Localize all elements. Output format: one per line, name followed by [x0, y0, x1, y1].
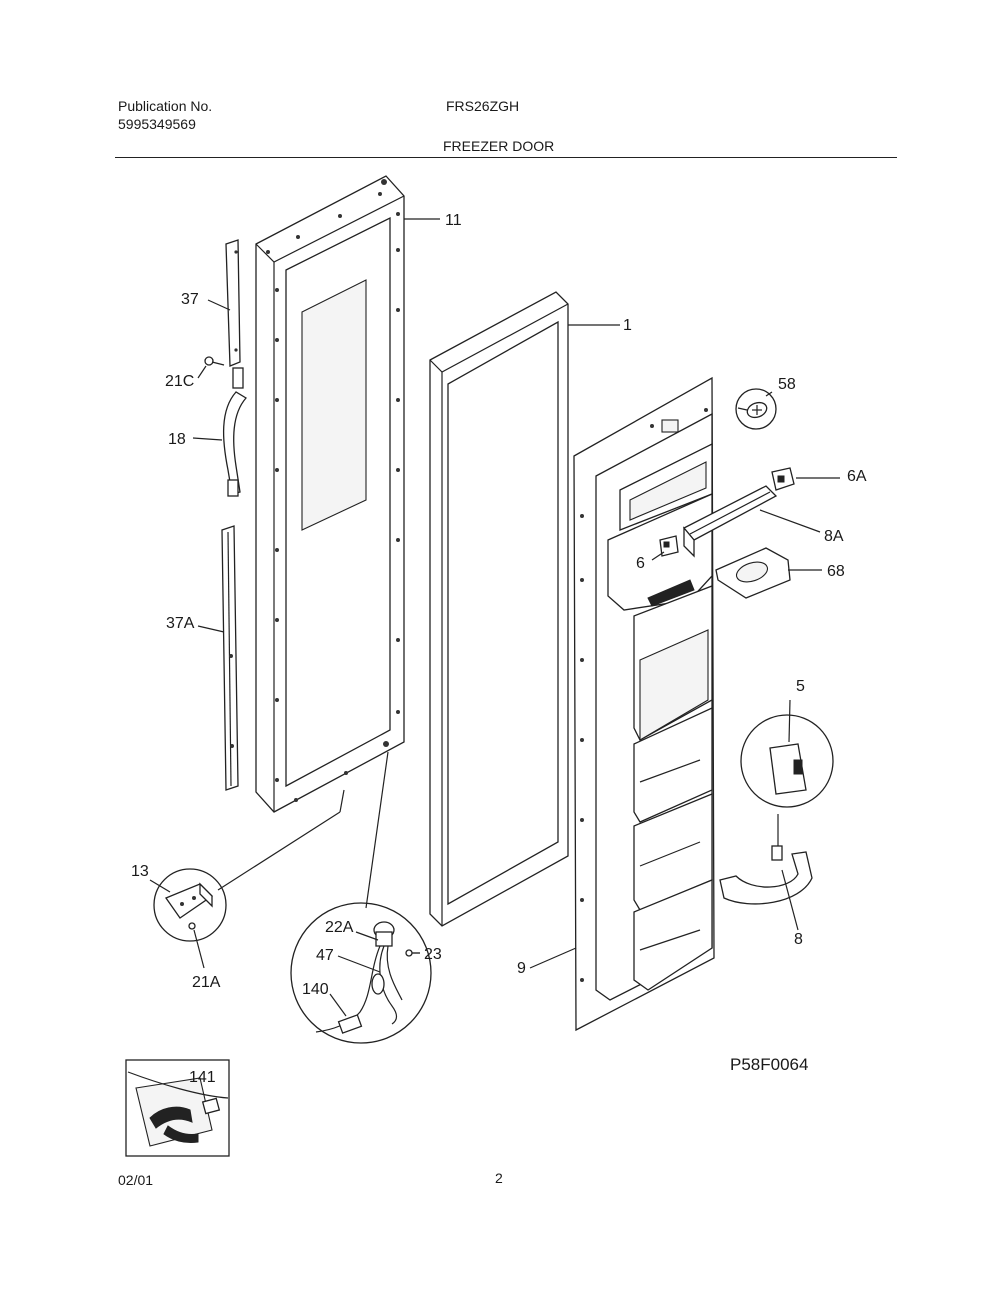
bracket-6a	[771, 467, 795, 491]
callout-8a: 8A	[824, 528, 844, 545]
callout-37a: 37A	[166, 615, 195, 632]
callout-23: 23	[424, 946, 442, 963]
hinge-13-detail	[153, 868, 227, 942]
callout-140: 140	[302, 981, 329, 998]
leader-lines	[149, 218, 840, 1017]
callout-9: 9	[517, 960, 526, 977]
wire-tie-inset	[125, 1059, 230, 1157]
callout-13: 13	[131, 863, 149, 880]
callout-6a: 6A	[847, 468, 867, 485]
wiring-harness-detail	[290, 902, 432, 1044]
callout-6: 6	[636, 555, 645, 572]
callout-8: 8	[794, 931, 803, 948]
callout-21a: 21A	[192, 974, 221, 991]
callout-1: 1	[623, 317, 632, 334]
switch-5-detail	[740, 699, 834, 808]
inner-door-liner	[573, 376, 715, 1032]
publication-label: Publication No.	[118, 98, 213, 114]
callout-11: 11	[445, 212, 462, 229]
screw-21c	[204, 356, 225, 366]
callout-47: 47	[316, 947, 334, 964]
callout-141: 141	[189, 1069, 216, 1086]
callout-37: 37	[181, 291, 199, 308]
trim-strip-lower	[221, 525, 239, 791]
callout-22a: 22A	[325, 919, 354, 936]
callout-58: 58	[778, 376, 796, 393]
door-gasket	[429, 291, 569, 927]
model-number: FRS26ZGH	[446, 98, 520, 114]
callout-18: 18	[168, 431, 186, 448]
callout-21c: 21C	[165, 373, 194, 390]
callout-5: 5	[796, 678, 805, 695]
header-rule	[115, 157, 897, 158]
screw-58-detail	[735, 388, 777, 430]
dispenser-housing-68	[715, 547, 791, 599]
section-title: FREEZER DOOR	[443, 138, 555, 154]
outer-door-panel	[255, 175, 405, 813]
arm-bracket-8	[719, 814, 813, 905]
footer-date: 02/01	[118, 1172, 154, 1188]
publication-number: 5995349569	[118, 116, 196, 132]
callout-68: 68	[827, 563, 845, 580]
bracket-6	[659, 535, 679, 557]
page-number: 2	[495, 1170, 503, 1186]
trim-strip-upper	[225, 239, 241, 367]
drawing-code: P58F0064	[730, 1055, 809, 1074]
light-lens-8a	[682, 485, 778, 558]
door-handle	[222, 367, 248, 497]
